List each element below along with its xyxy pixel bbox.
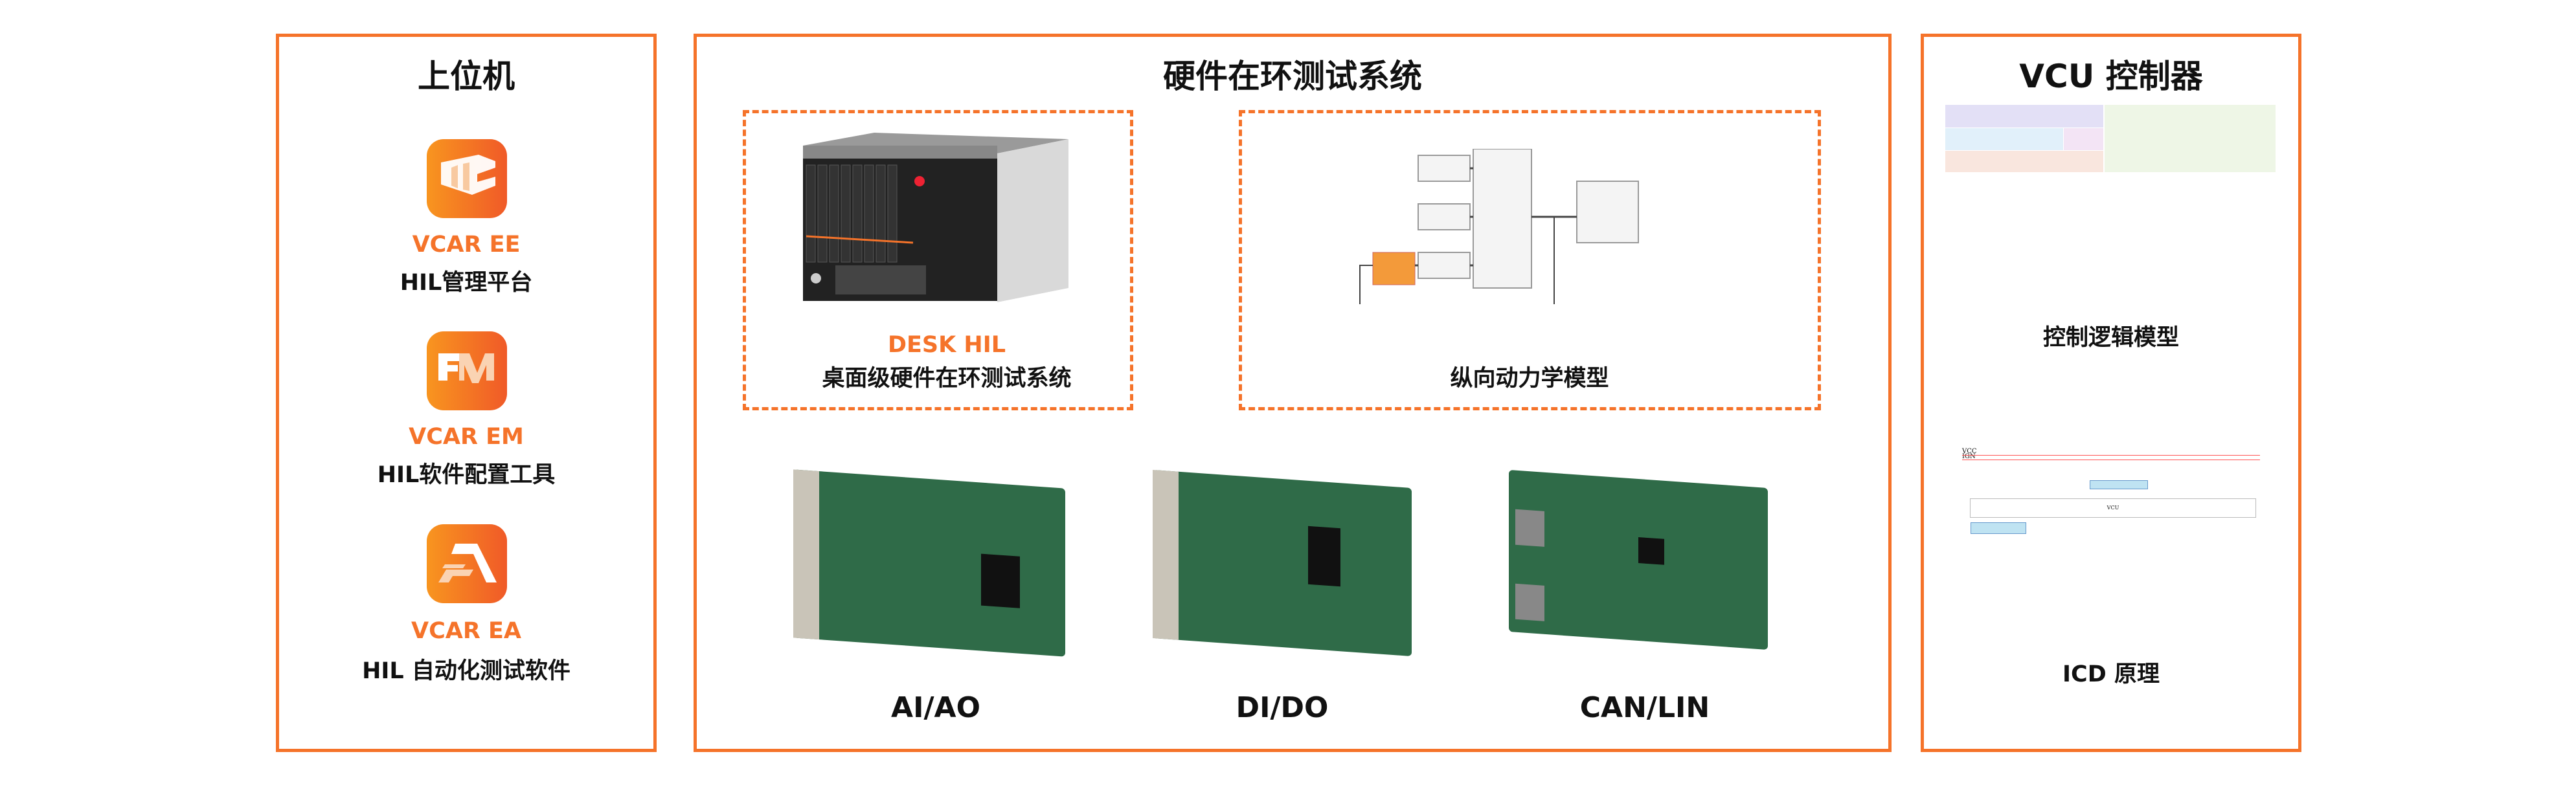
control-logic-desc: 控制逻辑模型 (2042, 325, 2180, 351)
vehicle-model-box (1239, 110, 1821, 410)
vcar-em-name: VCAR EM (409, 424, 524, 450)
host-panel (276, 34, 657, 752)
vcu-title: VCU 控制器 (2019, 58, 2203, 95)
vcar-ee-name: VCAR EE (412, 232, 521, 258)
can-lin-label: CAN/LIN (1579, 691, 1710, 724)
vcar-ee-logo-icon (427, 139, 507, 218)
icd-ign-label: IGN (1962, 453, 1976, 460)
control-logic-model-image (1945, 105, 2276, 172)
ai-ao-label: AI/AO (891, 691, 980, 724)
di-do-label: DI/DO (1236, 691, 1329, 724)
vcar-ee-desc: HIL管理平台 (400, 270, 533, 296)
vcu-panel (1921, 34, 2301, 752)
ai-ao-card-image (793, 469, 1065, 657)
can-lin-card-image (1509, 470, 1768, 650)
desk-hil-name: DESK HIL (887, 332, 1006, 358)
vcar-ea-logo-icon (427, 524, 507, 603)
vcar-em-desc: HIL软件配置工具 (377, 462, 556, 488)
host-title: 上位机 (418, 58, 515, 95)
hil-title: 硬件在环测试系统 (1163, 58, 1422, 95)
simulink-model-diagram (1359, 149, 1639, 304)
vehicle-model-desc: 纵向动力学模型 (1450, 366, 1609, 392)
vcar-ea-name: VCAR EA (411, 618, 521, 644)
icd-vcc-label: VCC (1962, 448, 1977, 455)
icd-vcu-block: VCU (1970, 498, 2256, 518)
icd-schematic-image: VCC IGN VCU (1962, 448, 2273, 550)
desk-hil-desc: 桌面级硬件在环测试系统 (822, 366, 1072, 392)
vcar-em-logo-icon (427, 331, 507, 410)
desk-hil-box (743, 110, 1133, 410)
di-do-card-image (1153, 470, 1412, 656)
hil-panel (694, 34, 1892, 752)
desk-hil-device-image (803, 133, 1068, 302)
icd-desc: ICD 原理 (2062, 661, 2160, 687)
vcar-ea-desc: HIL 自动化测试软件 (362, 658, 571, 684)
